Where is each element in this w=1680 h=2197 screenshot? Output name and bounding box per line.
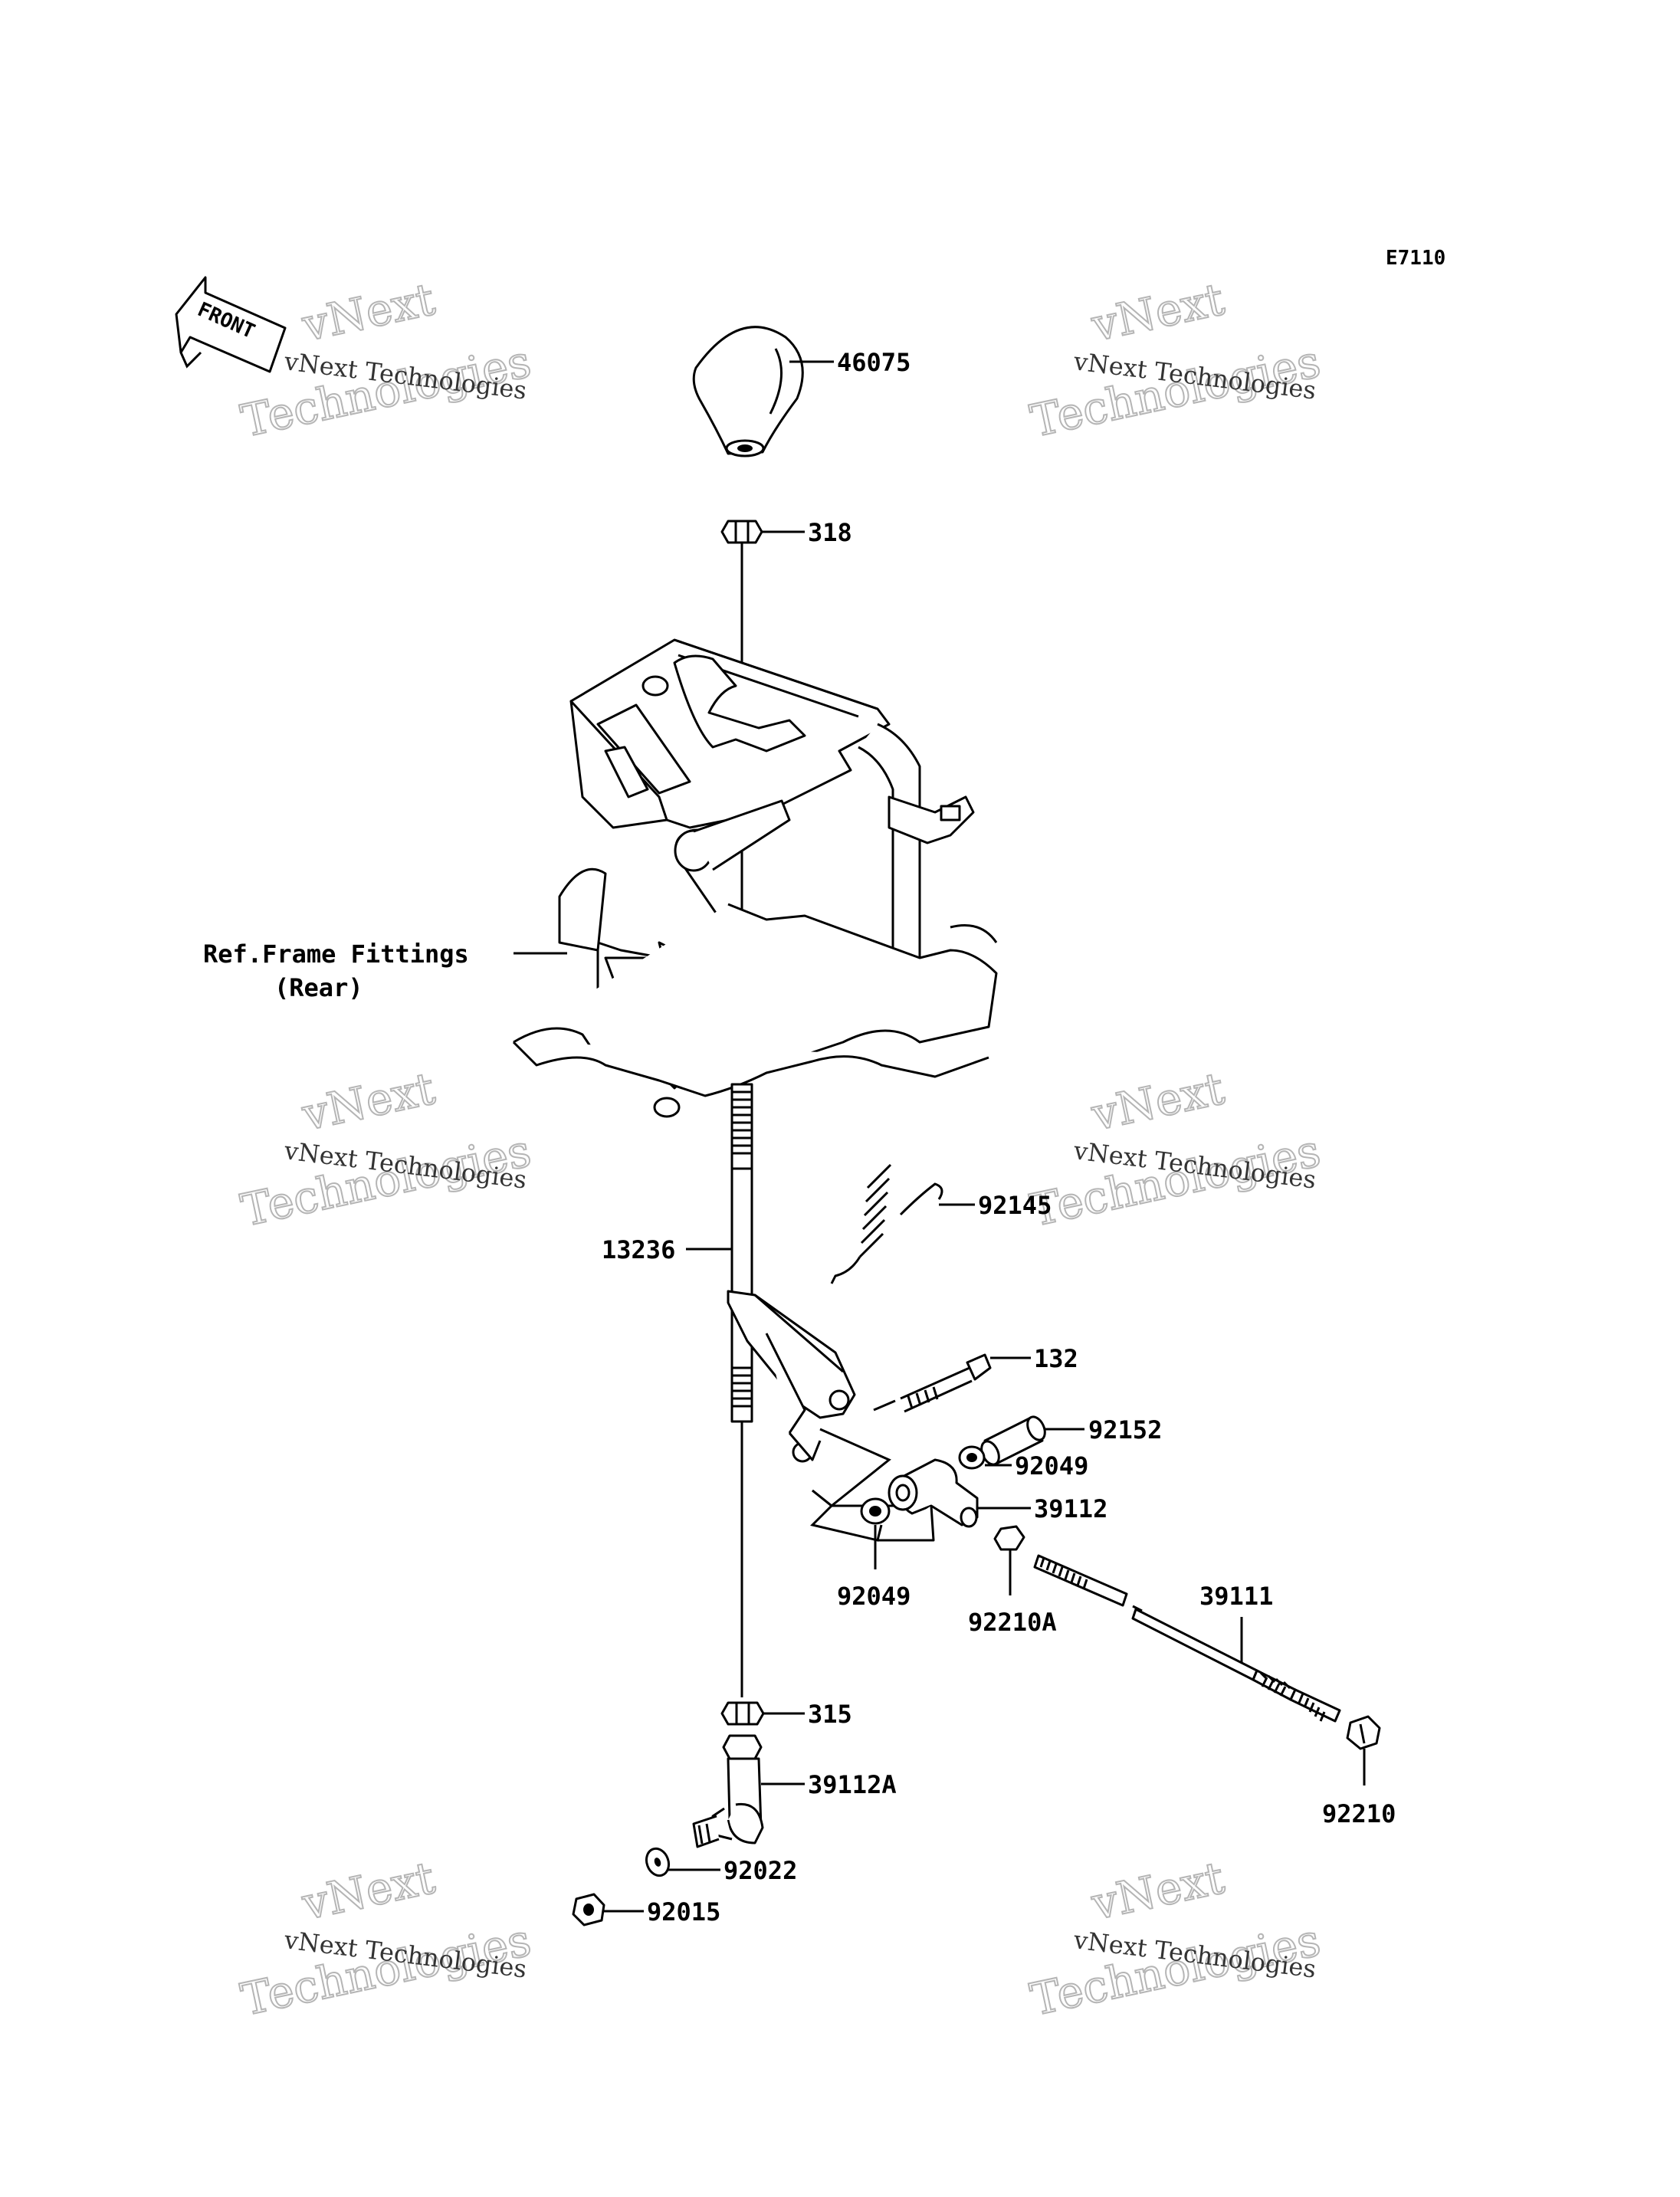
joint-39112A <box>692 1734 764 1848</box>
label-ref-frame-line2: (Rear) <box>274 973 363 1002</box>
spring-92145 <box>830 1163 943 1284</box>
watermark-middle-left: vNext Technologies vNext Technologies <box>236 1061 536 1238</box>
watermark-bottom-right: vNext Technologies vNext Technologies <box>1025 1851 1326 2027</box>
label-318: 318 <box>808 518 852 547</box>
label-13236: 13236 <box>602 1235 675 1264</box>
svg-text:vNext: vNext <box>297 1851 439 1930</box>
watermark-bottom-left: vNext Technologies vNext Technologies <box>236 1851 536 2027</box>
collar-92152 <box>980 1415 1046 1466</box>
label-92022: 92022 <box>724 1856 797 1885</box>
front-arrow-icon: FRONT <box>175 276 287 373</box>
label-132: 132 <box>1034 1344 1078 1373</box>
label-39111: 39111 <box>1199 1582 1273 1611</box>
frame-bracket <box>512 638 998 1118</box>
knob-46075 <box>692 326 804 457</box>
watermark-middle-right: vNext Technologies vNext Technologies <box>1025 1061 1326 1238</box>
nut-92015 <box>572 1893 605 1926</box>
washer-92022 <box>645 1847 671 1877</box>
label-39112A: 39112A <box>808 1770 897 1799</box>
svg-text:vNext: vNext <box>1087 1062 1229 1141</box>
label-ref-frame-line1: Ref.Frame Fittings <box>203 939 469 969</box>
watermark-top-right: vNext Technologies vNext Technologies <box>1025 272 1326 448</box>
bushing-92049-lower <box>860 1497 891 1525</box>
nut-92210 <box>1346 1715 1381 1750</box>
label-315: 315 <box>808 1700 852 1729</box>
bolt-132 <box>873 1353 992 1413</box>
diagram-code: E7110 <box>1386 247 1445 270</box>
pivot-plate-lower <box>810 1489 883 1542</box>
label-39112: 39112 <box>1034 1494 1107 1523</box>
label-92152: 92152 <box>1088 1415 1162 1444</box>
svg-text:vNext: vNext <box>1087 1851 1229 1930</box>
bushing-92049-upper <box>958 1445 986 1470</box>
label-92049-lower: 92049 <box>837 1582 911 1611</box>
nut-318 <box>720 520 763 544</box>
lever-13236 <box>727 1083 856 1463</box>
rod-39111 <box>1033 1554 1341 1723</box>
label-46075: 46075 <box>837 348 911 377</box>
svg-text:vNext: vNext <box>1087 273 1229 352</box>
label-92015: 92015 <box>647 1897 720 1926</box>
svg-text:vNext: vNext <box>297 273 439 352</box>
svg-text:vNext: vNext <box>297 1062 439 1141</box>
nut-92210A <box>993 1525 1025 1551</box>
watermark-top-left: vNext Technologies vNext Technologies <box>236 272 536 448</box>
arm-39112 <box>878 1458 979 1542</box>
label-92210A: 92210A <box>968 1608 1057 1637</box>
nut-315 <box>720 1701 765 1726</box>
label-92210: 92210 <box>1322 1799 1396 1828</box>
label-92049-upper: 92049 <box>1015 1451 1088 1481</box>
label-92145: 92145 <box>978 1191 1052 1220</box>
pivot-plate <box>812 1428 891 1507</box>
